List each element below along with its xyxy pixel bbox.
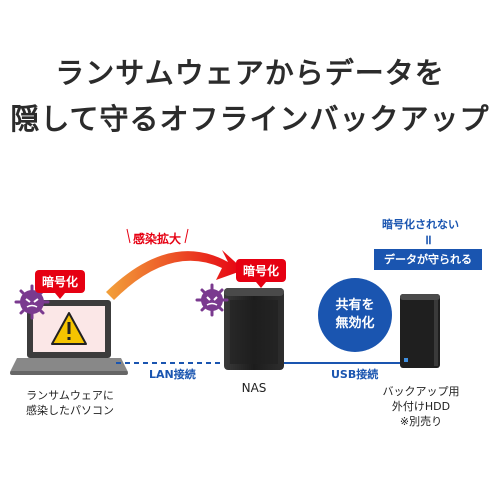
spread-label-text: 感染拡大 xyxy=(133,232,182,246)
hdd-caption-line2: 外付けHDD xyxy=(391,400,451,413)
disable-sharing-line1: 共有を xyxy=(335,298,375,313)
disable-sharing-circle: 共有を 無効化 xyxy=(318,278,392,352)
page-title-line2: 隠して守るオフラインバックアップ xyxy=(10,102,490,136)
nas-device-icon xyxy=(224,288,284,370)
hdd-caption: バックアップ用 外付けHDD ※別売り xyxy=(378,384,464,429)
ransomware-virus-icon xyxy=(195,283,229,317)
pc-encrypted-badge: 暗号化 xyxy=(35,270,86,299)
hdd-caption-line1: バックアップ用 xyxy=(382,385,460,398)
warning-icon xyxy=(51,312,87,345)
ransomware-virus-icon xyxy=(14,284,50,320)
disable-sharing-line2: 無効化 xyxy=(335,316,375,331)
infection-arrow xyxy=(106,250,244,300)
lan-label: LAN接続 xyxy=(146,366,199,382)
hdd-caption-line3: ※別売り xyxy=(399,415,443,428)
nas-caption: NAS xyxy=(241,381,267,395)
spread-label: 感染拡大 xyxy=(133,230,181,247)
usb-label: USB接続 xyxy=(328,366,382,382)
equals-mark: ॥ xyxy=(424,233,432,248)
pc-caption: ランサムウェアに 感染したパソコン xyxy=(14,388,126,418)
not-encrypted-text: 暗号化されない xyxy=(382,218,459,231)
pc-caption-line2: 感染したパソコン xyxy=(26,404,114,417)
page-title-line1: ランサムウェアからデータを xyxy=(55,56,445,90)
pc-caption-line1: ランサムウェアに xyxy=(26,389,114,402)
nas-encrypted-badge: 暗号化 xyxy=(236,259,287,288)
data-protected-box: データが守られる xyxy=(374,249,482,270)
external-hdd-icon xyxy=(400,294,440,368)
spread-bracket xyxy=(126,228,189,244)
